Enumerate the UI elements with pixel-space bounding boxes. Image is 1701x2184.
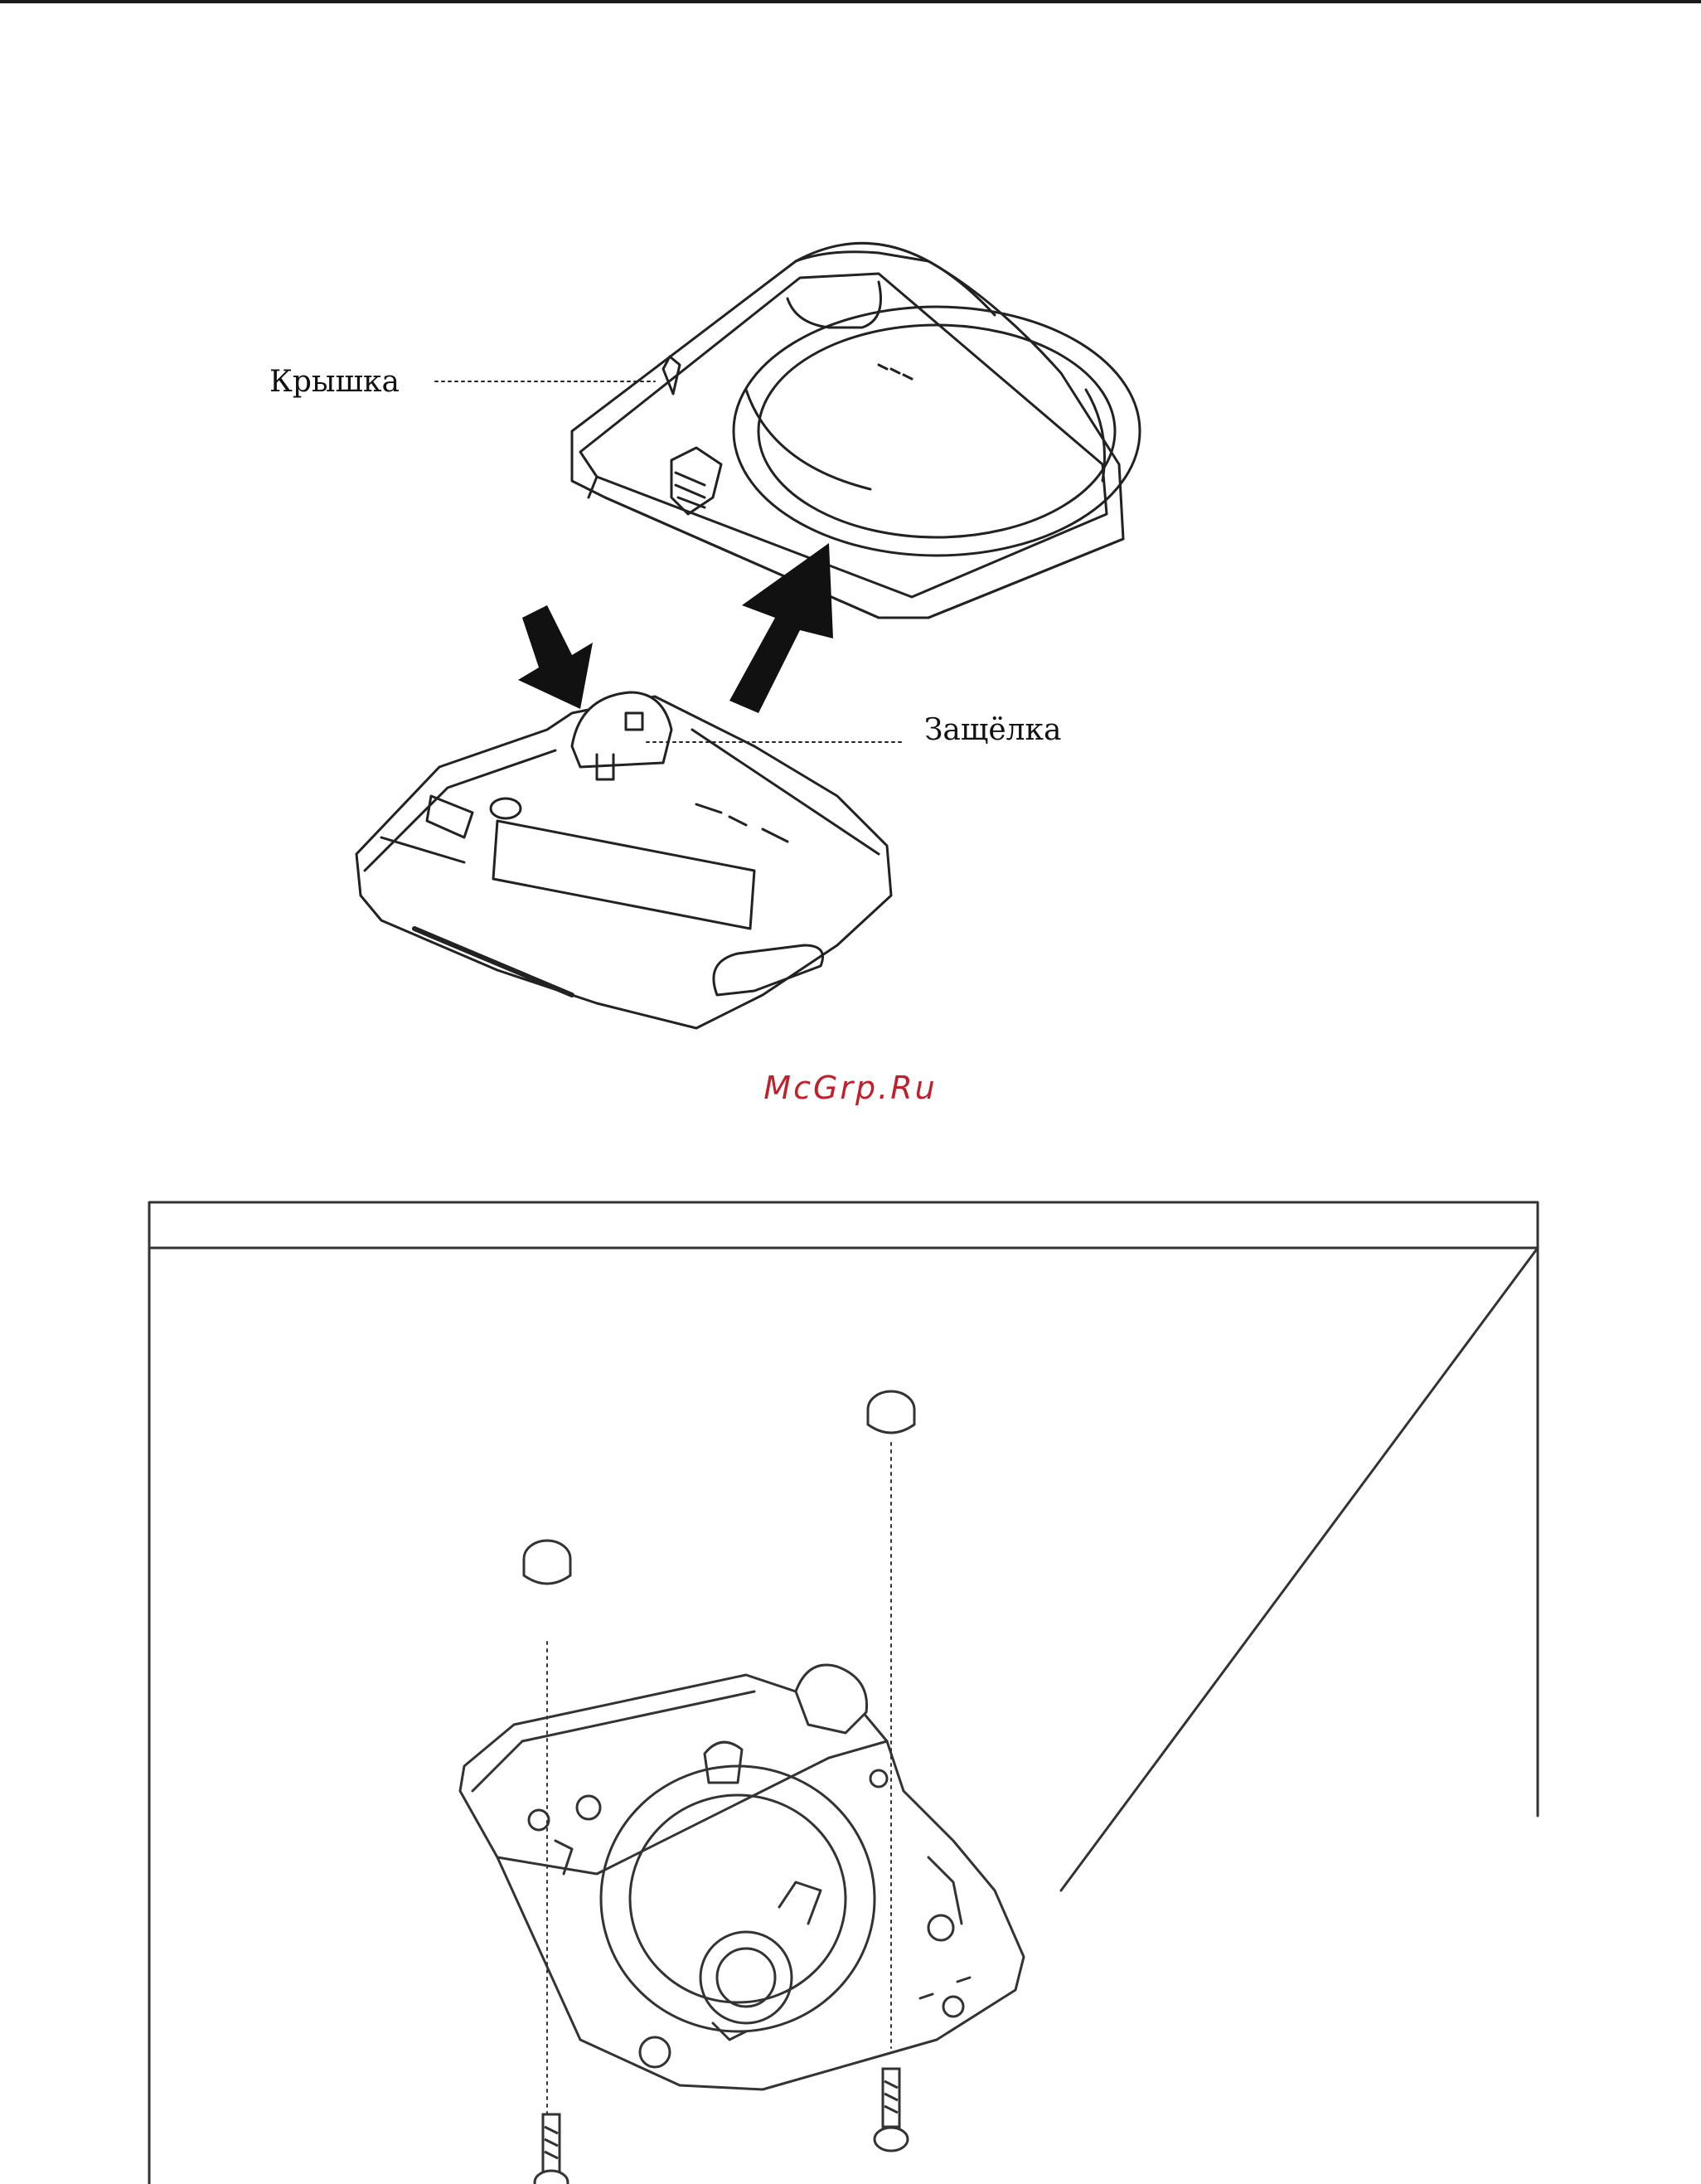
watermark: McGrp.Ru	[0, 1070, 1701, 1106]
camera-illustration	[460, 1665, 1024, 2089]
down-arrow-icon	[518, 605, 593, 709]
cover-label: Крышка	[269, 365, 400, 399]
base-illustration	[356, 692, 891, 1028]
cover-removal-figure	[0, 0, 1701, 1078]
cover-illustration	[572, 243, 1140, 618]
latch-label: Защёлка	[924, 713, 1062, 747]
ceiling-mount-figure	[0, 1161, 1701, 2184]
